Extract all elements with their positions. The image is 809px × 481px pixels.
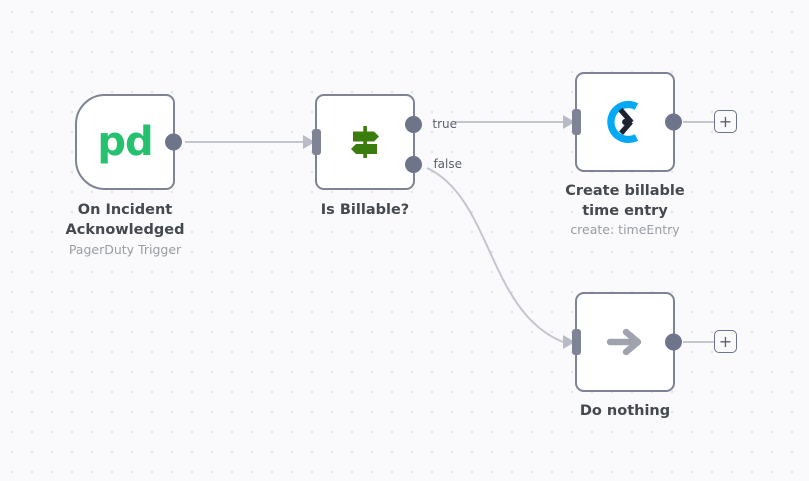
clockify-output-port[interactable] <box>665 113 682 131</box>
edge-false-to-noop <box>426 167 564 343</box>
switch-output-label-true: true <box>432 117 457 131</box>
pagerduty-icon: pd <box>97 119 153 165</box>
node-subtitle-clockify: create: timeEntry <box>570 222 680 237</box>
noop-input-port[interactable] <box>572 329 581 355</box>
node-create-billable-time-entry[interactable] <box>572 72 682 172</box>
node-subtitle-trigger: PagerDuty Trigger <box>68 242 182 257</box>
pagerduty-icon-text: pd <box>97 119 153 165</box>
plus-icon: + <box>718 331 733 351</box>
add-node-button-after-clockify[interactable]: + <box>714 110 737 133</box>
plus-icon: + <box>718 111 733 131</box>
signpost-icon <box>343 120 387 164</box>
noop-output-port[interactable] <box>665 333 682 351</box>
switch-output-port-false[interactable] <box>405 156 422 173</box>
node-label-do-nothing: Do nothing <box>579 403 671 419</box>
node-label-is-billable: Is Billable? <box>320 202 410 218</box>
node-is-billable[interactable]: true false <box>312 94 462 190</box>
arrow-right-icon <box>600 317 650 367</box>
switch-output-port-true[interactable] <box>405 116 422 133</box>
node-do-nothing[interactable] <box>572 292 682 392</box>
switch-input-port[interactable] <box>312 129 321 155</box>
clockify-input-port[interactable] <box>572 109 581 135</box>
add-node-button-after-noop[interactable]: + <box>714 330 737 353</box>
clockify-icon <box>599 96 651 148</box>
node-label-clockify: Create billable time entry <box>565 183 685 219</box>
node-on-incident-acknowledged[interactable]: pd <box>75 94 182 190</box>
switch-output-label-false: false <box>433 157 462 171</box>
node-label-trigger: On Incident Acknowledged <box>65 202 185 238</box>
trigger-output-port[interactable] <box>165 133 182 151</box>
